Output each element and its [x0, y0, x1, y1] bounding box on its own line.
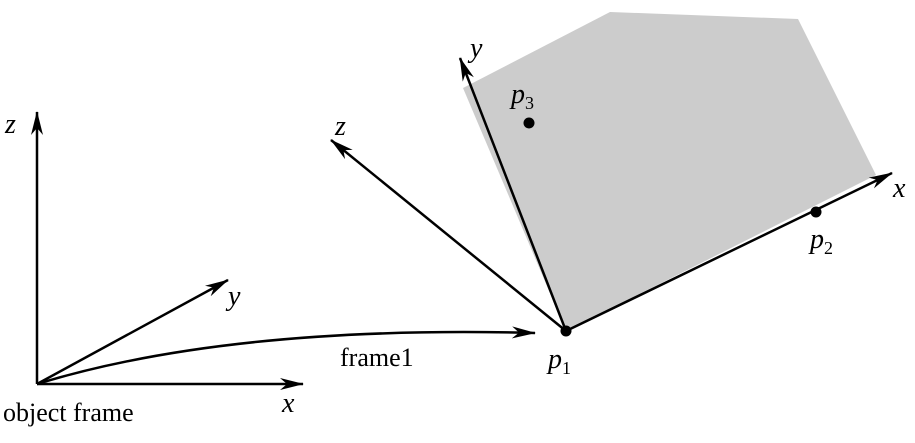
frame1-x-label: x [892, 173, 906, 204]
frame1-y-label: y [467, 33, 483, 64]
label-p1: p1 [546, 344, 571, 378]
label-p3: p3 [509, 79, 534, 113]
label-p2-main: p [808, 224, 824, 255]
frame1-transform-curve [36, 326, 536, 386]
object-frame-label: object frame [3, 398, 134, 427]
object-frame-x-label: x [281, 388, 295, 419]
shaded-plane [463, 12, 876, 331]
frame1-y-axis [458, 57, 568, 332]
label-p2: p2 [808, 224, 833, 258]
point-p1 [560, 325, 572, 337]
object-frame-z-label: z [4, 109, 16, 140]
object-frame-axes [31, 111, 304, 390]
label-p1-main: p [546, 344, 562, 375]
frame1-z-label: z [334, 111, 346, 142]
label-p3-sub: 3 [525, 93, 534, 113]
point-p3 [523, 117, 535, 129]
frame1-label: frame1 [340, 343, 414, 372]
label-p1-sub: 1 [562, 358, 571, 378]
label-p2-sub: 2 [824, 238, 833, 258]
frame1-axes [330, 57, 893, 333]
frame1-z-axis [330, 139, 567, 332]
frame1-x-axis [565, 171, 893, 333]
object-frame-y-label: y [225, 281, 241, 312]
object-frame-y-axis [36, 278, 229, 386]
label-p3-main: p [509, 79, 525, 110]
point-p2 [810, 206, 822, 218]
